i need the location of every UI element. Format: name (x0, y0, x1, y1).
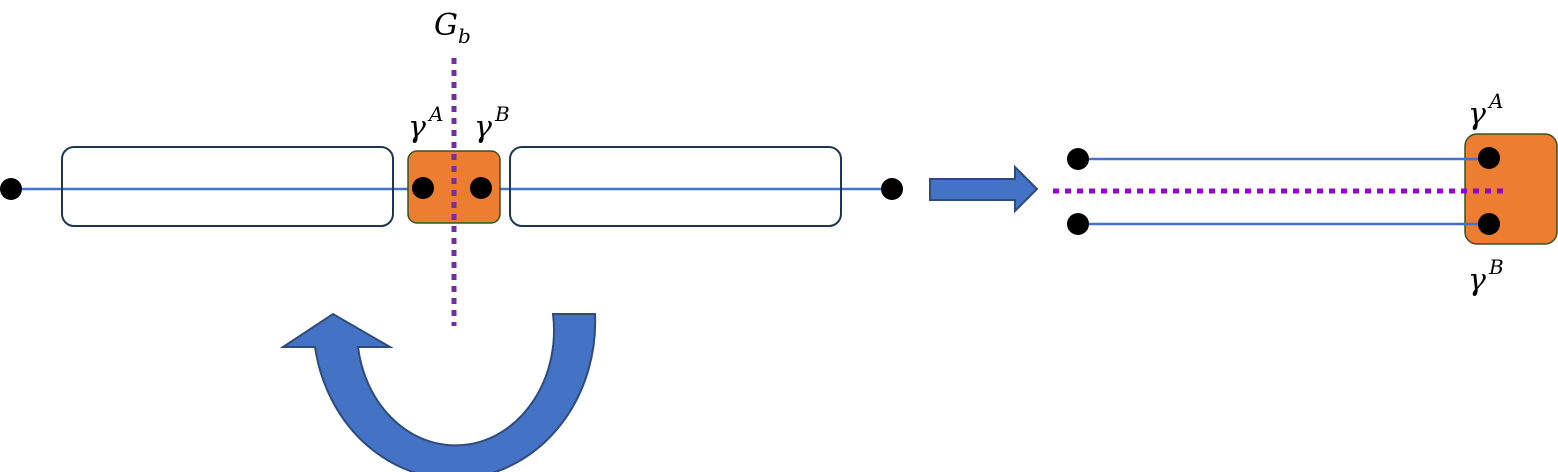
gamma-a-dot (412, 177, 434, 199)
center-orange-box (407, 150, 501, 224)
left-outline-box (61, 146, 394, 227)
folded-bottom-left-dot (1067, 213, 1089, 235)
gamma-b-dot (470, 177, 492, 199)
right-outline-box (509, 146, 842, 227)
right-end-dot (881, 178, 903, 200)
right-arrow (929, 164, 1039, 214)
rotation-arrow (279, 312, 597, 472)
folded-gamma-b-dot (1478, 213, 1500, 235)
left-end-dot (0, 178, 22, 200)
folded-gamma-a-dot (1478, 147, 1500, 169)
folded-top-left-dot (1067, 148, 1089, 170)
gb-label: Gb (434, 8, 471, 48)
